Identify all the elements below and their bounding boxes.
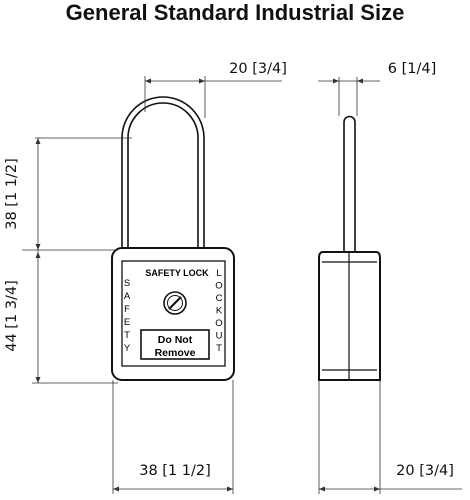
screw-icon: [163, 291, 187, 315]
side-view: [318, 115, 381, 381]
side-shackle: [343, 115, 356, 253]
diagram-title: General Standard Industrial Size: [66, 0, 405, 25]
left-vertical-letter: F: [124, 304, 130, 315]
right-vertical-letter: L: [216, 268, 221, 279]
front-shackle: [121, 96, 205, 253]
right-vertical-letter: T: [216, 343, 222, 354]
do-not-remove-box: [140, 329, 210, 360]
dim-shackle-width: 20 [3/4]: [229, 61, 287, 77]
right-vertical-letter: C: [216, 293, 223, 304]
left-vertical-letter: S: [124, 278, 130, 289]
label-header: SAFETY LOCK: [145, 268, 209, 278]
right-vertical-letter: O: [215, 281, 222, 292]
right-vertical-letter: O: [215, 318, 222, 329]
right-vertical-letter: U: [216, 331, 223, 342]
right-vertical-letter: K: [216, 306, 223, 317]
left-vertical-letter: A: [124, 291, 131, 302]
dim-body-depth: 20 [3/4]: [396, 463, 454, 479]
left-vertical-letter: Y: [124, 343, 131, 354]
label-line2: Remove: [155, 347, 196, 359]
dim-body-width: 38 [1 1/2]: [139, 463, 211, 479]
dim-shackle-height: 38 [1 1/2]: [4, 158, 20, 230]
dim-body-height: 44 [1 3/4]: [4, 280, 20, 352]
dimension-lines: [22, 76, 462, 494]
label-line1: Do Not: [158, 334, 193, 346]
dim-shackle-diameter: 6 [1/4]: [388, 61, 436, 77]
left-vertical-letter: E: [124, 317, 130, 328]
left-vertical-letter: T: [124, 330, 130, 341]
side-body-edge: [322, 253, 377, 379]
left-vertical-text: SAFETY: [124, 278, 131, 354]
